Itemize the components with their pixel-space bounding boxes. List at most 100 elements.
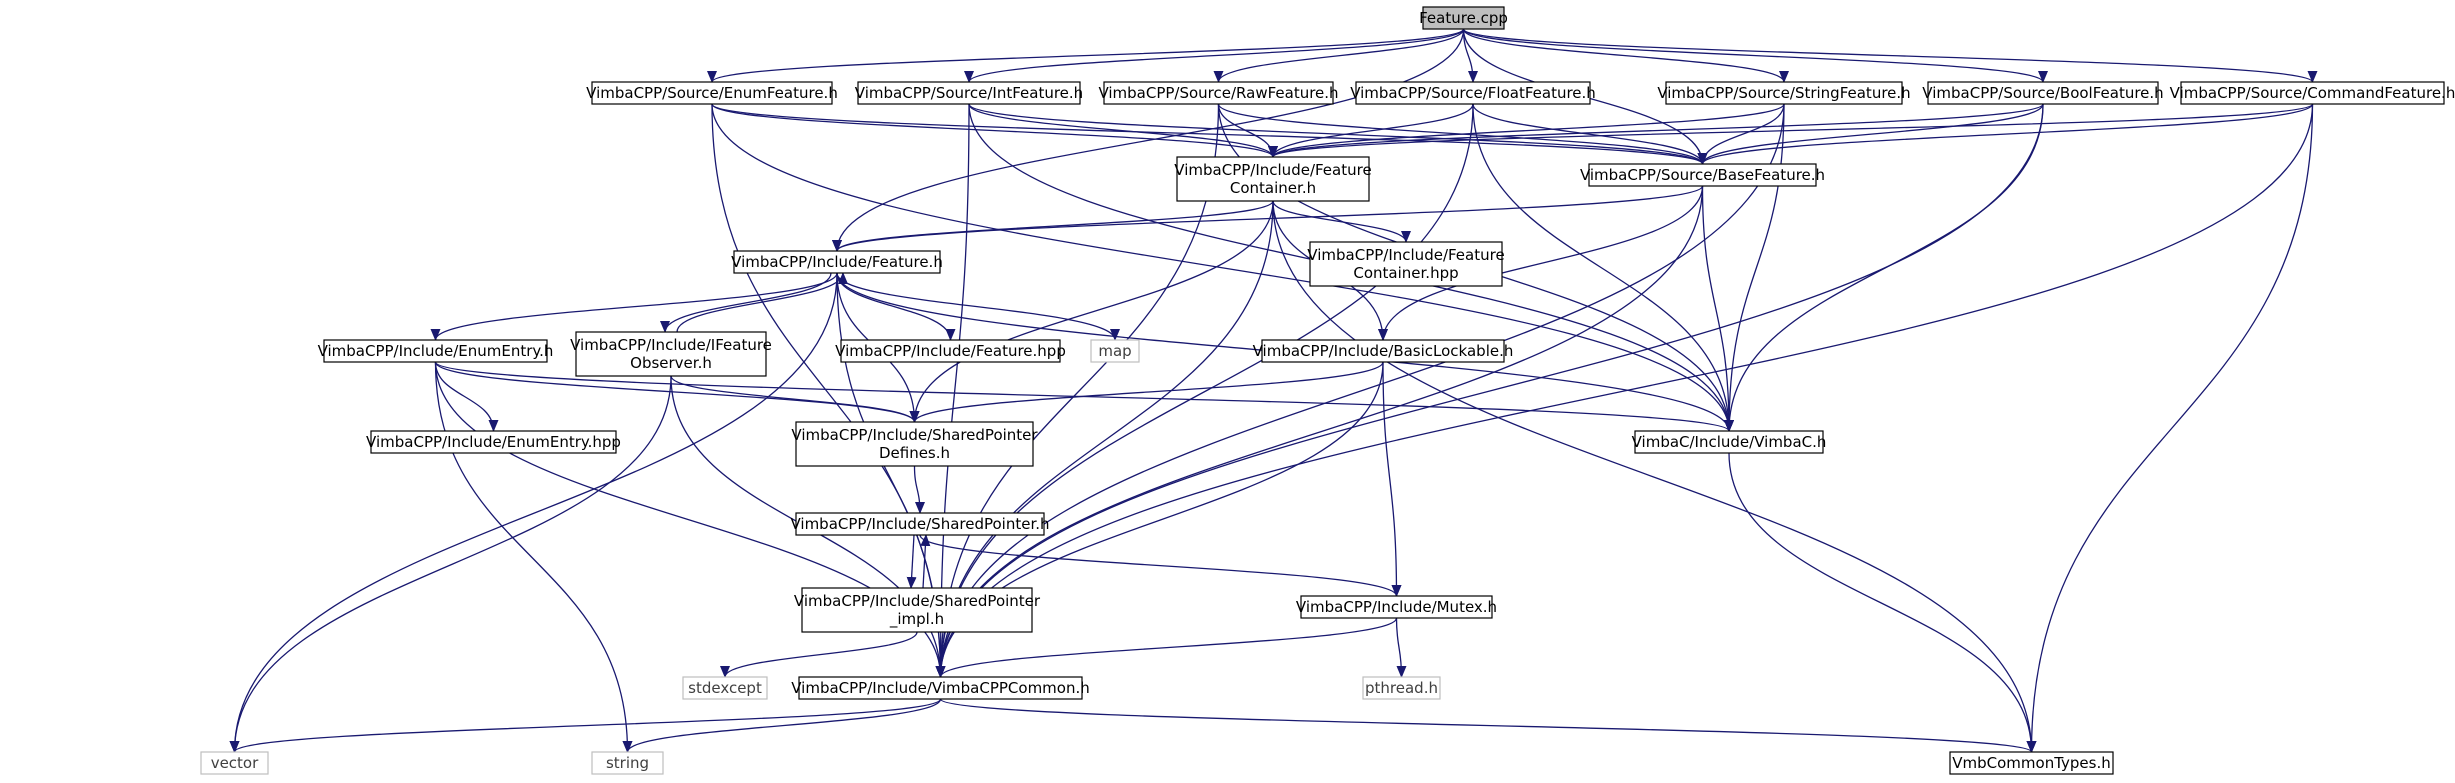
edge-src_commandfeature-to-src_basefeature [1697, 103, 2314, 165]
edge-inc_sharedpointerdefines-to-inc_sharedpointer_h [913, 465, 925, 514]
edge-src_stringfeature-to-vimbac_h [1724, 103, 1785, 432]
edge-src_floatfeature-to-inc_vimbacppcommon [935, 103, 1474, 678]
edge-inc_featurecontainer_h-to-inc_feature_h [832, 200, 1274, 252]
node-src_floatfeature[interactable]: VimbaCPP/Source/FloatFeature.h [1350, 81, 1596, 105]
node-string: string [591, 751, 664, 775]
edge-inc_feature_h-to-inc_enumentry_h [430, 272, 838, 341]
node-inc_feature_hpp[interactable]: VimbaCPP/Include/Feature.hpp [835, 339, 1066, 363]
edge-inc_enumentry_h-to-inc_sharedpointerdefines [434, 361, 920, 423]
node-label: VimbaCPP/Include/SharedPointer.h [790, 515, 1049, 533]
edge-feature_cpp-to-src_enumfeature [707, 28, 1465, 83]
node-src_stringfeature[interactable]: VimbaCPP/Source/StringFeature.h [1657, 81, 1911, 105]
node-box [795, 421, 1034, 467]
node-src_rawfeature[interactable]: VimbaCPP/Source/RawFeature.h [1098, 81, 1339, 105]
edge-inc_vimbacppcommon-to-vmbcommontypes [939, 698, 2037, 753]
node-box [591, 751, 664, 775]
node-label: VimbaCPP/Include/EnumEntry.hpp [366, 433, 621, 451]
node-label: VimbaCPP/Include/Mutex.h [1296, 598, 1497, 616]
node-label: VimbaCPP/Include/SharedPointer [794, 592, 1041, 610]
edge-inc_feature_h-to-inc_feature_hpp [836, 272, 956, 341]
node-src_enumfeature[interactable]: VimbaCPP/Source/EnumFeature.h [586, 81, 838, 105]
node-label: Defines.h [879, 444, 950, 462]
edge-inc_ifeatureobserver-to-inc_feature_h [676, 272, 848, 333]
node-vimbac_h[interactable]: VimbaC/Include/VimbaC.h [1632, 430, 1827, 454]
edge-inc_vimbacppcommon-to-vector [229, 698, 942, 753]
edge-src_intfeature-to-src_basefeature [968, 103, 1708, 165]
edge-inc_sharedpointer_h-to-inc_sharedpointer_impl [906, 534, 917, 589]
node-inc_vimbacppcommon[interactable]: VimbaCPP/Include/VimbaCPPCommon.h [791, 676, 1090, 700]
node-inc_sharedpointer_h[interactable]: VimbaCPP/Include/SharedPointer.h [790, 512, 1050, 536]
node-label: VimbaCPP/Include/EnumEntry.h [318, 342, 554, 360]
edge-feature_cpp-to-src_commandfeature [1462, 28, 2318, 83]
node-vector: vector [200, 751, 269, 775]
node-label: VimbaCPP/Source/IntFeature.h [855, 84, 1083, 102]
node-src_intfeature[interactable]: VimbaCPP/Source/IntFeature.h [855, 81, 1083, 105]
node-box [1634, 430, 1824, 454]
node-label: map [1098, 342, 1131, 360]
edge-feature_cpp-to-src_stringfeature [1462, 28, 1789, 83]
node-inc_basiclockable[interactable]: VimbaCPP/Include/BasicLockable.h [1253, 339, 1514, 363]
node-label: VmbCommonTypes.h [1952, 754, 2111, 772]
edge-inc_basiclockable-to-inc_mutex [1382, 361, 1402, 597]
node-label: Observer.h [630, 354, 712, 372]
edge-inc_featurecontainer_h-to-vmbcommontypes [1272, 200, 2037, 753]
node-label: VimbaCPP/Include/BasicLockable.h [1253, 342, 1514, 360]
node-inc_mutex[interactable]: VimbaCPP/Include/Mutex.h [1296, 595, 1497, 619]
node-box [370, 430, 617, 454]
node-src_boolfeature[interactable]: VimbaCPP/Source/BoolFeature.h [1922, 81, 2164, 105]
node-box [591, 81, 833, 105]
edge-src_enumfeature-to-inc_featurecontainer_h [711, 103, 1278, 158]
node-inc_enumentry_h[interactable]: VimbaCPP/Include/EnumEntry.h [318, 339, 554, 363]
edge-src_rawfeature-to-inc_vimbacppcommon [935, 103, 1220, 678]
edge-inc_mutex-to-inc_vimbacppcommon [935, 617, 1398, 678]
node-map: map [1090, 339, 1140, 363]
node-box [1261, 339, 1505, 363]
edge-src_commandfeature-to-vmbcommontypes [2026, 103, 2314, 753]
node-inc_feature_h[interactable]: VimbaCPP/Include/Feature.h [731, 250, 943, 274]
edge-inc_featurecontainer_h-to-inc_sharedpointerdefines [909, 200, 1274, 423]
node-label: Container.hpp [1353, 264, 1458, 282]
node-vmbcommontypes[interactable]: VmbCommonTypes.h [1949, 751, 2114, 775]
node-box [1422, 6, 1505, 30]
node-box [1665, 81, 1903, 105]
node-box [1949, 751, 2114, 775]
node-label: Container.h [1230, 179, 1316, 197]
node-box [733, 250, 941, 274]
edge-inc_vimbacppcommon-to-string [622, 698, 942, 753]
node-box [1309, 241, 1503, 287]
nodes-layer: Feature.cppVimbaCPP/Source/EnumFeature.h… [200, 6, 2455, 775]
edge-feature_cpp-to-src_boolfeature [1462, 28, 2048, 83]
edge-inc_ifeatureobserver-to-inc_sharedpointerdefines [670, 375, 920, 423]
node-box [1588, 163, 1817, 187]
edge-src_boolfeature-to-src_basefeature [1697, 103, 2044, 165]
node-label: VimbaCPP/Source/RawFeature.h [1098, 84, 1338, 102]
edge-src_enumfeature-to-src_basefeature [711, 103, 1708, 165]
edge-inc_featurecontainer_h-to-inc_featurecontainer_hpp [1272, 200, 1411, 243]
node-label: _impl.h [889, 610, 944, 629]
edge-inc_sharedpointer_impl-to-inc_sharedpointer_h [920, 534, 931, 589]
node-inc_sharedpointer_impl[interactable]: VimbaCPP/Include/SharedPointer_impl.h [794, 587, 1041, 633]
node-label: string [606, 754, 649, 772]
node-label: vector [211, 754, 259, 772]
node-feature_cpp[interactable]: Feature.cpp [1419, 6, 1508, 30]
edge-src_boolfeature-to-inc_featurecontainer_h [1268, 103, 2044, 158]
node-box [801, 587, 1033, 633]
edges-layer [229, 28, 2318, 753]
edge-src_stringfeature-to-inc_vimbacppcommon [935, 103, 1785, 678]
node-label: VimbaCPP/Include/Feature [1307, 246, 1504, 264]
edge-inc_feature_h-to-map [836, 272, 1120, 341]
node-box [682, 676, 768, 700]
node-src_basefeature[interactable]: VimbaCPP/Source/BaseFeature.h [1580, 163, 1825, 187]
node-src_commandfeature[interactable]: VimbaCPP/Source/CommandFeature.h [2170, 81, 2455, 105]
node-box [323, 339, 548, 363]
node-box [798, 676, 1083, 700]
node-stdexcept: stdexcept [682, 676, 768, 700]
edge-src_intfeature-to-inc_featurecontainer_h [968, 103, 1278, 158]
node-inc_enumentry_hpp[interactable]: VimbaCPP/Include/EnumEntry.hpp [366, 430, 621, 454]
edge-inc_sharedpointer_impl-to-stdexcept [720, 631, 918, 678]
node-label: VimbaC/Include/VimbaC.h [1632, 433, 1827, 451]
